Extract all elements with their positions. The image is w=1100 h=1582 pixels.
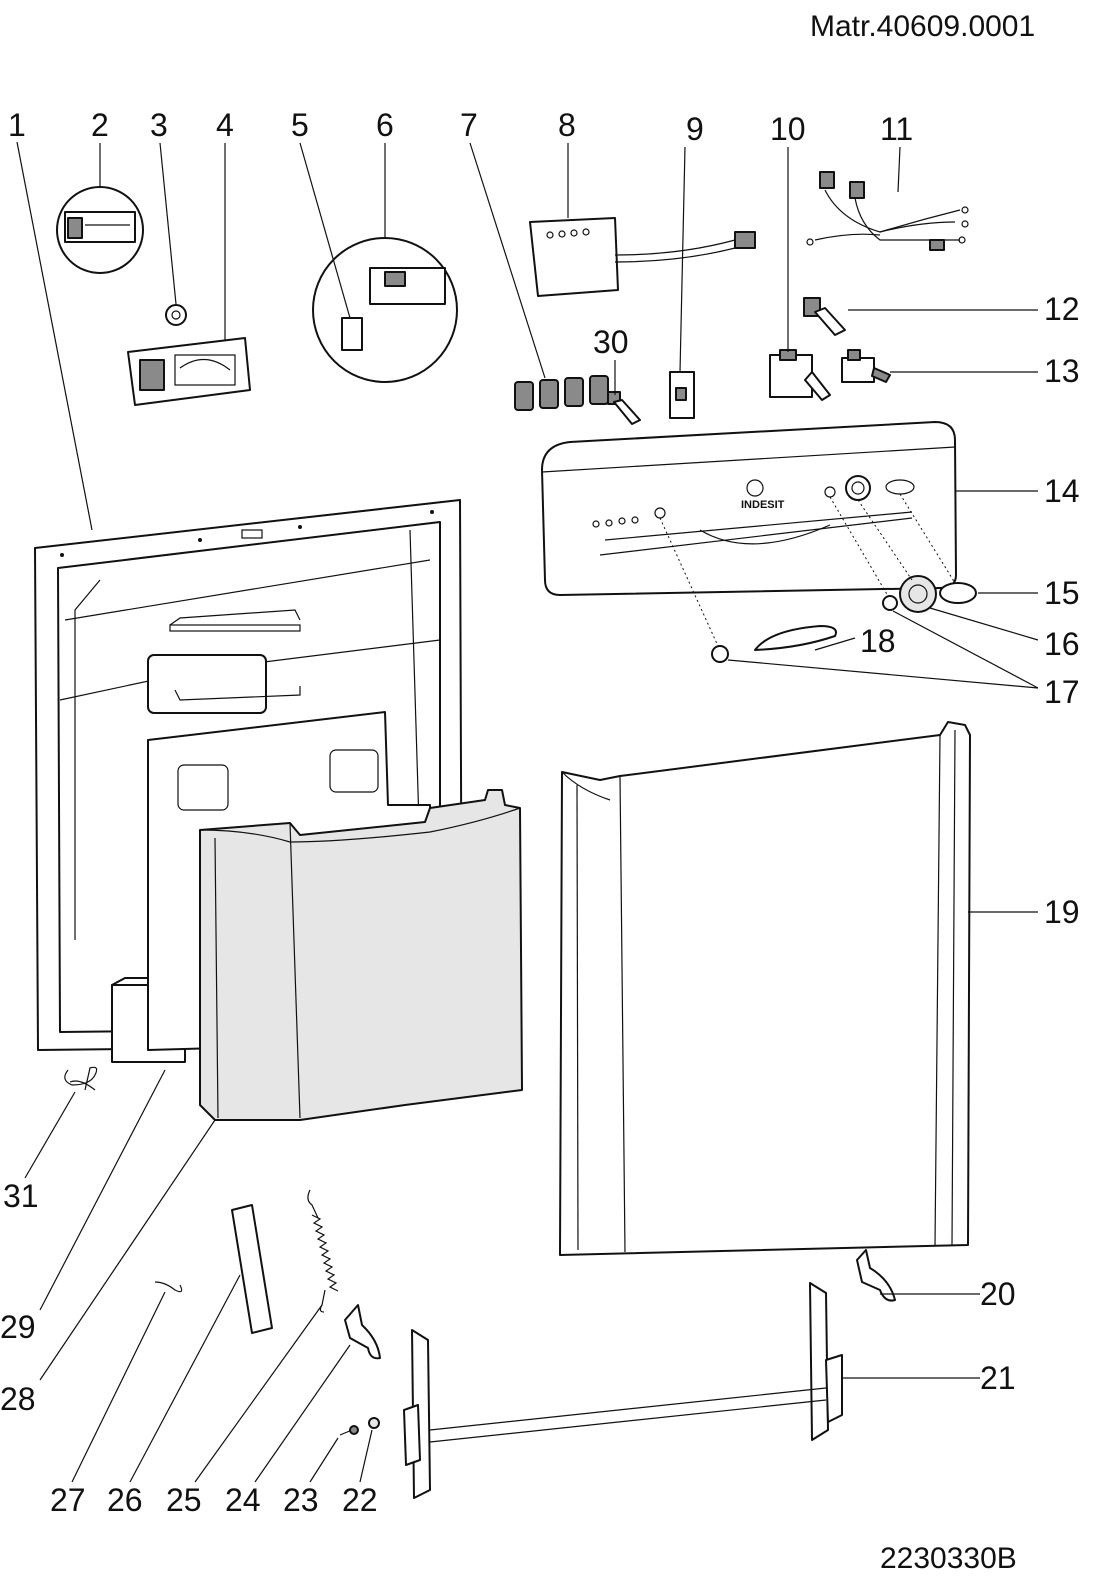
part-label-7: 7	[460, 107, 478, 143]
detail-circle-2	[56, 186, 144, 274]
part-label-31: 31	[3, 1178, 39, 1214]
grommet-3	[165, 304, 187, 326]
wiring-harness-11	[806, 171, 969, 251]
part-label-17: 17	[1044, 674, 1080, 710]
outer-door-panel	[559, 721, 971, 1256]
pin-30	[607, 391, 641, 425]
switch-10	[769, 349, 831, 401]
part-label-12: 12	[1044, 291, 1080, 327]
part-label-13: 13	[1044, 353, 1080, 389]
sensor-12	[803, 297, 846, 336]
clip-31	[64, 1066, 98, 1091]
part-label-15: 15	[1044, 575, 1080, 611]
screw-23	[339, 1425, 359, 1436]
part-label-9: 9	[686, 111, 704, 147]
button-17b	[711, 645, 729, 663]
part-label-23: 23	[283, 1482, 319, 1518]
part-label-28: 28	[0, 1381, 36, 1417]
part-label-25: 25	[166, 1482, 202, 1518]
handle-strip-26	[231, 1204, 273, 1334]
hinge-lever-20	[856, 1249, 896, 1302]
indesit-logo: INDESIT	[741, 499, 785, 511]
part-label-10: 10	[770, 111, 806, 147]
leader-lines	[16, 141, 1039, 1483]
part-label-11: 11	[880, 111, 913, 147]
microswitch-5	[341, 317, 363, 351]
knob-16	[899, 575, 937, 613]
part-label-30: 30	[593, 324, 629, 360]
door-handle-recess	[147, 654, 267, 714]
washer-22	[368, 1417, 380, 1429]
part-label-21: 21	[980, 1360, 1016, 1396]
part-label-5: 5	[291, 107, 309, 143]
spring-25	[307, 1189, 339, 1313]
insulation-panel	[199, 789, 523, 1121]
connectors-7	[514, 375, 609, 411]
part-label-29: 29	[0, 1309, 36, 1345]
part-label-3: 3	[150, 107, 168, 143]
part-label-2: 2	[91, 107, 109, 143]
part-label-1: 1	[8, 107, 26, 143]
switch-13	[841, 349, 891, 383]
hinge-lever-24	[344, 1304, 381, 1360]
button-17a	[882, 595, 898, 611]
control-knobs-buttons	[659, 493, 977, 663]
part-label-20: 20	[980, 1276, 1016, 1312]
part-labels: 1 2 3 4 5 6 7 8 9 10 11 12 13 14 15 16 1…	[0, 107, 1080, 1518]
part-label-27: 27	[50, 1482, 86, 1518]
button-15	[939, 582, 977, 604]
part-label-19: 19	[1044, 894, 1080, 930]
electronic-board-8	[529, 217, 756, 297]
drawing-number: 2230330B	[880, 1542, 1017, 1575]
wire-clip-27	[154, 1281, 183, 1293]
hinge-frame-21	[403, 1282, 843, 1499]
part-label-22: 22	[342, 1482, 378, 1518]
part-label-26: 26	[107, 1482, 143, 1518]
part-label-18: 18	[860, 623, 896, 659]
part-label-16: 16	[1044, 626, 1080, 662]
part-label-6: 6	[376, 107, 394, 143]
plate-9	[669, 371, 695, 419]
handle-18	[754, 625, 837, 651]
part-label-24: 24	[225, 1482, 261, 1518]
part-label-14: 14	[1044, 473, 1080, 509]
dispenser-4	[127, 337, 251, 406]
part-label-4: 4	[216, 107, 234, 143]
drawing-code: Matr.40609.0001	[810, 10, 1035, 43]
control-panel: INDESIT	[541, 421, 957, 596]
part-label-8: 8	[558, 107, 576, 143]
detail-circle-6	[312, 237, 458, 383]
